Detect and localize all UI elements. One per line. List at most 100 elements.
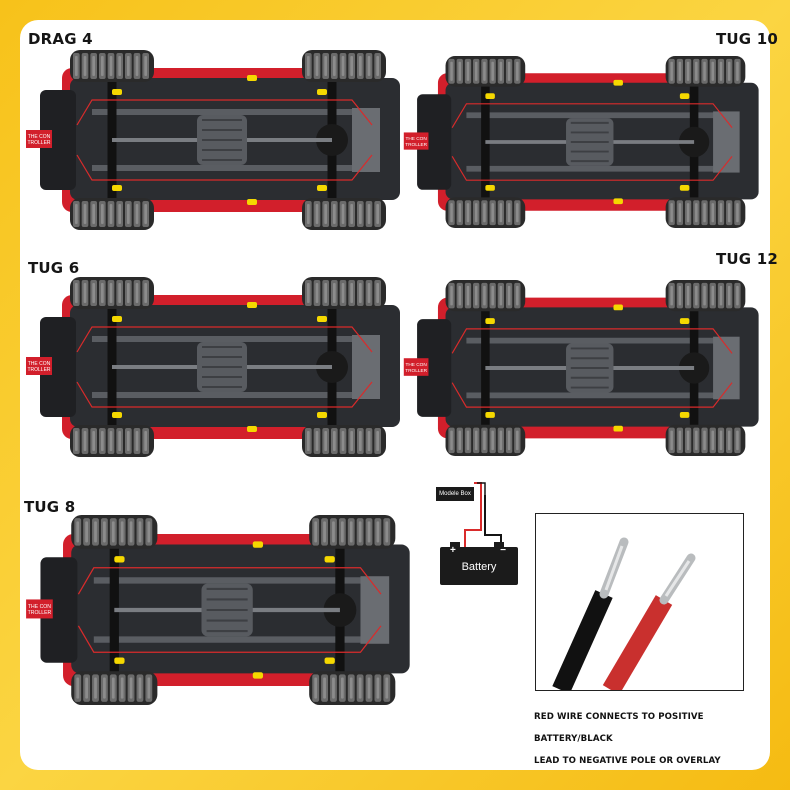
led-wire <box>77 567 382 653</box>
led-light <box>317 185 327 191</box>
negative-sign: − <box>500 545 506 556</box>
tire <box>445 424 526 456</box>
controller-tag <box>26 599 53 619</box>
controller-tag <box>26 357 52 375</box>
tire <box>665 280 746 312</box>
tire <box>445 56 526 87</box>
led-light <box>247 75 257 81</box>
tire <box>302 198 386 230</box>
tire <box>70 198 154 230</box>
led-light <box>112 412 122 418</box>
led-light <box>324 556 335 563</box>
led-light <box>613 304 623 311</box>
front-bumper <box>40 317 76 417</box>
module-box: Modele Box <box>436 487 474 501</box>
skid-plate <box>713 111 740 173</box>
led-light <box>317 412 327 418</box>
wiring-caption-line2: LEAD TO NEGATIVE POLE OR OVERLAY <box>534 756 721 766</box>
tire <box>665 56 746 87</box>
negative-wire <box>484 495 502 547</box>
black-wire-image <box>552 537 629 694</box>
led-light <box>679 93 690 99</box>
tire <box>445 197 526 228</box>
led-light <box>613 425 623 432</box>
led-light <box>112 89 122 95</box>
tire <box>71 515 158 549</box>
led-light <box>247 302 257 308</box>
controller-tag <box>26 130 52 148</box>
wire-photo <box>535 513 744 695</box>
positive-sign: + <box>450 545 456 556</box>
tire <box>309 515 396 549</box>
tire <box>71 671 158 705</box>
led-light <box>112 316 122 322</box>
led-light <box>114 556 125 563</box>
front-bumper <box>40 90 76 190</box>
tire <box>665 197 746 228</box>
tire <box>70 277 154 309</box>
wiring-diagram <box>464 482 502 547</box>
led-light <box>317 316 327 322</box>
model-label-tug10: TUG 10 <box>716 30 779 48</box>
led-light <box>324 657 335 664</box>
led-light <box>247 199 257 205</box>
led-light <box>485 185 495 191</box>
model-label-tug8: TUG 8 <box>24 498 76 516</box>
led-light <box>252 672 264 679</box>
tire <box>302 425 386 457</box>
led-light <box>485 93 495 99</box>
front-bumper <box>40 557 78 663</box>
led-wire <box>76 99 373 181</box>
tire <box>70 425 154 457</box>
led-light <box>485 412 495 418</box>
front-bumper <box>417 94 452 190</box>
battery-label: Battery <box>461 561 497 573</box>
led-wire <box>451 103 733 181</box>
positive-wire <box>464 495 482 547</box>
skid-plate <box>360 576 390 644</box>
model-label-tug12: TUG 12 <box>716 250 779 268</box>
battery-positive-terminal <box>450 542 460 547</box>
skid-plate <box>352 108 380 172</box>
tire <box>665 424 746 456</box>
wiring-caption: RED WIRE CONNECTS TO POSITIVE BATTERY/BL… <box>534 706 774 772</box>
front-bumper <box>417 319 452 417</box>
battery-negative-terminal <box>494 542 504 547</box>
tire <box>309 671 396 705</box>
led-wire <box>451 328 733 408</box>
led-light <box>613 198 623 205</box>
tire <box>302 50 386 82</box>
led-light <box>247 426 257 432</box>
led-light <box>679 412 690 418</box>
tire <box>70 50 154 82</box>
led-wire <box>76 326 373 408</box>
skid-plate <box>352 335 380 399</box>
led-light <box>114 657 125 664</box>
led-light <box>485 318 495 324</box>
led-light <box>252 541 264 548</box>
led-light <box>613 79 623 86</box>
tire <box>445 280 526 312</box>
led-light <box>679 318 690 324</box>
led-light <box>112 185 122 191</box>
battery: + − Battery <box>440 542 518 585</box>
led-light <box>679 185 690 191</box>
